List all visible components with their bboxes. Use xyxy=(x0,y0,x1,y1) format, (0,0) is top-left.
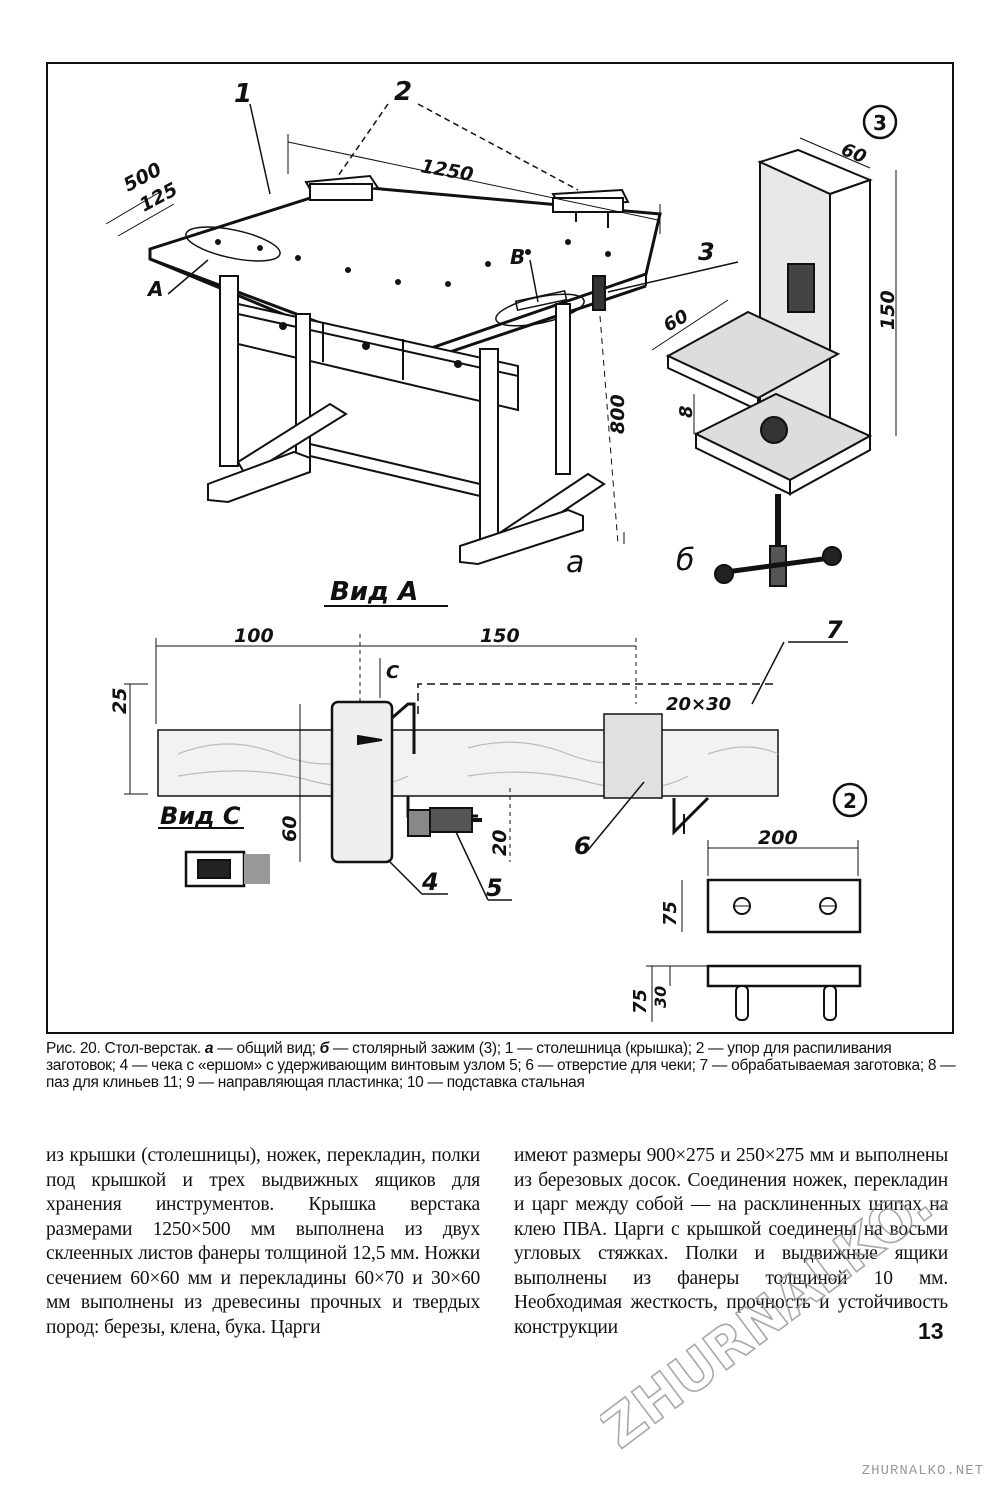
circle-marker-3 xyxy=(862,104,898,140)
stop-detail xyxy=(646,782,868,1022)
dim-20x30: 20×30 xyxy=(666,694,731,715)
figure-caption: Рис. 20. Стол-верстак. а — общий вид; б … xyxy=(46,1040,958,1091)
callout-6: 6 xyxy=(574,832,591,860)
dim-60-top: 60 xyxy=(838,139,869,168)
mark-b: В xyxy=(510,245,525,269)
callout-1: 1 xyxy=(234,79,252,109)
caption-a-text: — общий вид; xyxy=(213,1040,316,1057)
dim-150: 150 xyxy=(480,625,520,647)
circle-3-label: 3 xyxy=(873,111,887,135)
callout-2: 2 xyxy=(394,77,412,107)
circle-marker-2 xyxy=(832,782,868,818)
page-number: 13 xyxy=(918,1318,944,1344)
view-a-label: Вид А xyxy=(330,577,418,607)
dim-20: 20 xyxy=(489,830,511,856)
watermark-footer: ZHURNALKO.NET xyxy=(861,1463,984,1479)
mark-a: А xyxy=(146,277,163,301)
workbench-illustration xyxy=(105,103,739,566)
caption-prefix: Рис. 20. Стол-верстак. xyxy=(46,1040,201,1057)
dim-75-b: 75 xyxy=(630,989,651,1014)
caption-b-text: — столярный зажим (3); 1 — столешница (к… xyxy=(46,1040,956,1091)
view-a-section xyxy=(124,605,848,901)
view-c-section xyxy=(158,827,270,888)
callout-3: 3 xyxy=(698,238,715,266)
callout-7: 7 xyxy=(826,616,843,644)
circle-2-label: 2 xyxy=(843,789,857,813)
dim-30: 30 xyxy=(651,986,670,1008)
dim-800: 800 xyxy=(607,394,629,434)
clamp-illustration xyxy=(651,104,898,587)
body-text-left: из крышки (столешницы), ножек, переклади… xyxy=(46,1145,480,1338)
mark-c: С xyxy=(386,662,400,683)
dim-60-clamp: 60 xyxy=(660,306,692,337)
dim-75-a: 75 xyxy=(660,901,681,926)
dim-1250: 1250 xyxy=(419,155,475,186)
dim-60-side: 60 xyxy=(279,816,301,842)
dim-100: 100 xyxy=(234,625,274,647)
workbench-drawing: 1 2 3 А В 1250 500 125 800 60 150 60 8 а… xyxy=(105,77,899,1022)
dim-200: 200 xyxy=(758,827,798,849)
dim-8: 8 xyxy=(676,405,697,418)
figure-frame: 1 2 3 А В 1250 500 125 800 60 150 60 8 а… xyxy=(46,62,954,1034)
caption-b-letter: б xyxy=(319,1040,330,1057)
view-c-label: Вид С xyxy=(160,802,241,830)
dim-25: 25 xyxy=(109,688,131,714)
body-text-right: имеют размеры 900×275 и 250×275 мм и вып… xyxy=(514,1145,948,1338)
sub-b: б xyxy=(676,543,695,578)
dim-150-clamp: 150 xyxy=(877,290,899,330)
sub-a: а xyxy=(566,545,584,580)
callout-5: 5 xyxy=(486,874,503,902)
callout-4: 4 xyxy=(421,868,439,896)
caption-a-letter: а xyxy=(204,1040,214,1057)
